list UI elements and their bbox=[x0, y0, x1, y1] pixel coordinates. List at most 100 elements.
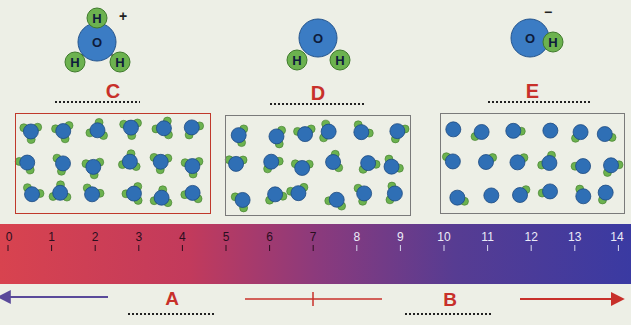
particle bbox=[184, 120, 203, 139]
particle bbox=[538, 151, 557, 170]
atom-symbol: O bbox=[525, 32, 535, 45]
particle bbox=[52, 122, 73, 143]
particle-box: E bbox=[440, 113, 625, 214]
particle bbox=[49, 181, 71, 201]
ph-value: 12 bbox=[525, 231, 538, 243]
particle bbox=[269, 126, 286, 148]
atom-symbol: O bbox=[92, 36, 102, 49]
ph-value: 8 bbox=[353, 231, 360, 243]
particle bbox=[326, 150, 343, 171]
ph-value: 4 bbox=[179, 231, 186, 243]
particle bbox=[181, 185, 202, 202]
ph-tick bbox=[226, 245, 227, 251]
particle bbox=[122, 183, 142, 205]
acid-arrow bbox=[8, 296, 108, 298]
particle bbox=[118, 150, 140, 171]
ph-value: 1 bbox=[48, 231, 55, 243]
particles bbox=[15, 117, 623, 212]
particle bbox=[231, 125, 248, 147]
ph-value: 3 bbox=[135, 231, 142, 243]
particle bbox=[390, 124, 409, 143]
particle bbox=[325, 192, 346, 210]
particle bbox=[15, 155, 34, 174]
atom-symbol: H bbox=[70, 56, 79, 69]
ph-tick bbox=[618, 245, 619, 251]
particle bbox=[576, 185, 591, 204]
particle bbox=[83, 184, 104, 202]
particle bbox=[571, 125, 588, 143]
ion-charge: − bbox=[544, 5, 552, 19]
ph-tick bbox=[487, 245, 488, 251]
particle bbox=[231, 192, 250, 211]
particle bbox=[603, 158, 623, 177]
atom-symbol: H bbox=[335, 54, 344, 67]
ph-tick bbox=[8, 245, 9, 251]
ph-tick bbox=[574, 245, 575, 251]
particle bbox=[513, 186, 530, 203]
ph-value: 9 bbox=[397, 231, 404, 243]
particle bbox=[446, 122, 461, 137]
ph-value: 6 bbox=[266, 231, 273, 243]
base-arrow bbox=[520, 298, 622, 300]
particle bbox=[354, 121, 373, 140]
ph-tick bbox=[400, 245, 401, 251]
particle bbox=[53, 154, 71, 175]
particle bbox=[225, 156, 247, 172]
particle bbox=[506, 123, 525, 138]
particle bbox=[510, 154, 528, 170]
ph-value: 10 bbox=[437, 231, 450, 243]
ph-tick bbox=[51, 245, 52, 251]
ph-tick bbox=[531, 245, 532, 251]
particle bbox=[471, 124, 489, 140]
particle bbox=[294, 125, 316, 142]
ph-value: 14 bbox=[610, 231, 623, 243]
atom-symbol: H bbox=[292, 54, 301, 67]
answer-letter: B bbox=[443, 290, 457, 309]
particle bbox=[266, 187, 287, 204]
ph-value: 0 bbox=[6, 231, 13, 243]
particle bbox=[287, 183, 308, 200]
ph-bar bbox=[0, 224, 631, 284]
particle bbox=[152, 117, 173, 139]
particle bbox=[120, 119, 142, 140]
hydroxide-icon bbox=[511, 19, 563, 57]
particle bbox=[571, 159, 590, 174]
particle bbox=[150, 186, 172, 207]
particle bbox=[442, 153, 460, 169]
ph-tick bbox=[356, 245, 357, 251]
particle bbox=[20, 123, 42, 143]
atom-symbol: H bbox=[92, 12, 101, 25]
particle-box: C bbox=[15, 113, 211, 214]
particle bbox=[181, 157, 203, 178]
particle bbox=[450, 190, 469, 205]
box-heading: D bbox=[311, 82, 325, 104]
ph-tick bbox=[95, 245, 96, 251]
ph-value: 11 bbox=[481, 231, 493, 243]
atom-symbol: H bbox=[115, 56, 124, 69]
ph-value: 13 bbox=[568, 231, 581, 243]
particle bbox=[23, 184, 44, 202]
particle bbox=[150, 153, 172, 173]
neutral-tick bbox=[312, 292, 314, 306]
particle bbox=[359, 156, 380, 174]
atom-symbol: O bbox=[313, 32, 323, 45]
atom-symbol: H bbox=[548, 36, 557, 49]
particle bbox=[82, 158, 104, 179]
ph-tick bbox=[182, 245, 183, 251]
particle bbox=[264, 154, 284, 173]
ph-tick bbox=[138, 245, 139, 251]
particle bbox=[354, 184, 372, 205]
ph-tick bbox=[313, 245, 314, 251]
particle bbox=[320, 120, 337, 142]
ph-value: 7 bbox=[310, 231, 317, 243]
particle bbox=[291, 160, 313, 176]
ph-tick bbox=[444, 245, 445, 251]
water-icon bbox=[287, 19, 350, 70]
box-heading: C bbox=[106, 80, 120, 102]
particle-box: D bbox=[225, 115, 411, 216]
particle bbox=[384, 155, 403, 174]
particle bbox=[478, 154, 496, 170]
ph-value: 5 bbox=[223, 231, 230, 243]
ph-tick bbox=[269, 245, 270, 251]
